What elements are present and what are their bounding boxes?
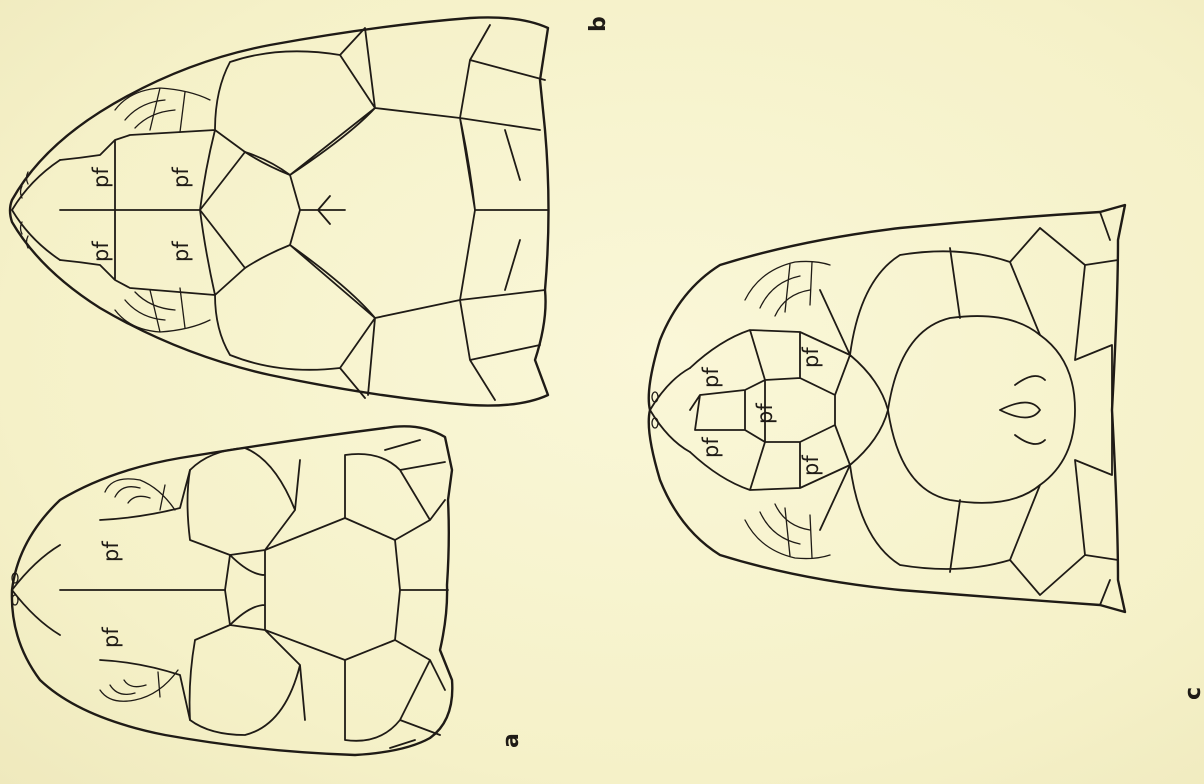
panel-a-pf-label-2: pf [99,627,123,648]
panel-a-upper-eye-scales [105,479,175,510]
panel-c-pf-label-1: pf [699,367,723,388]
panel-c-pf-label-3: pf [753,403,777,424]
panel-c-pf-label-4: pf [699,437,723,458]
panel-b-large-scales [215,25,548,400]
panel-c-lateral-scales [820,212,1118,605]
panel-c-central-scales [888,316,1075,503]
panel-c-head: pf pf pf pf pf [649,205,1125,612]
panel-b-pf-label-3: pf [89,241,113,262]
panel-a-pf-label-1: pf [99,541,123,562]
panel-b-pf-label-1: pf [89,167,113,188]
panel-c-nostril-1 [652,392,658,402]
panel-c-label: c [1181,687,1204,700]
panel-a-pf-boundary [100,470,190,720]
panel-c-pf-label-2: pf [799,347,823,368]
panel-c-nostril-2 [652,418,658,428]
panel-b-pf-label-4: pf [169,241,193,262]
panel-a-label: a [499,733,524,748]
panel-a-head: pf pf [12,426,452,755]
panel-b-label: b [586,16,611,32]
panel-b-rostral [12,160,60,260]
panel-c-pf-label-5: pf [799,455,823,476]
panel-b-prefrontals [60,130,245,295]
panel-b-frontal [200,152,345,268]
panel-c-prefrontals [690,330,888,490]
panel-b-pf-label-2: pf [169,167,193,188]
panel-c-rostral [650,368,690,452]
panel-a-lower-eye-scales [100,670,178,701]
panel-a-scale-grid [188,440,449,748]
panel-b-head: pf pf pf pf [10,17,549,405]
